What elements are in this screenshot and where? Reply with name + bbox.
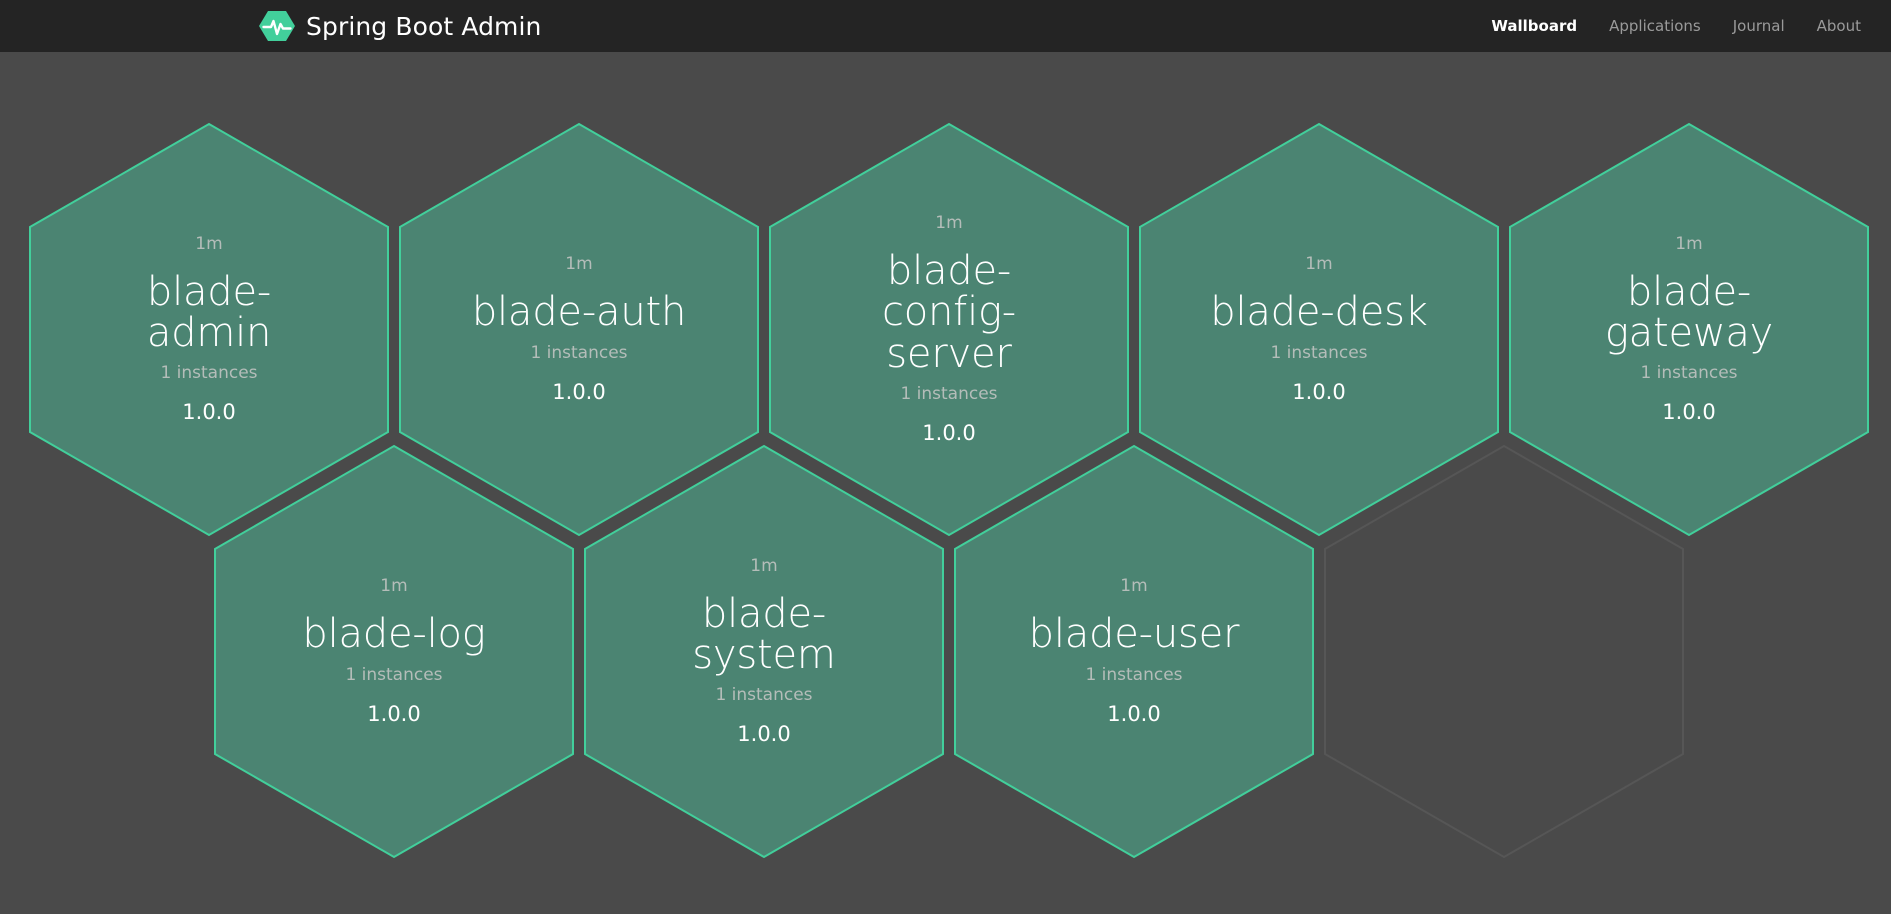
application-hexagon[interactable]: 1m blade-auth 1 instances 1.0.0	[398, 122, 760, 537]
application-hexagon[interactable]: 1m blade-admin 1 instances 1.0.0	[28, 122, 390, 537]
application-instances: 1 instances	[900, 383, 998, 404]
hexagon-shape	[1509, 122, 1869, 537]
application-card-content: 1m blade-gateway 1 instances 1.0.0	[1572, 233, 1807, 425]
application-uptime: 1m	[750, 555, 778, 576]
application-uptime: 1m	[565, 254, 593, 275]
hexagon-shape	[954, 444, 1314, 859]
application-hexagon[interactable]: 1m blade-gateway 1 instances 1.0.0	[1508, 122, 1870, 537]
application-name: blade-desk	[1210, 289, 1428, 336]
application-name: blade-gateway	[1604, 268, 1774, 356]
application-card-content: 1m blade-system 1 instances 1.0.0	[647, 555, 882, 747]
application-name: blade-user	[1028, 611, 1240, 658]
application-version: 1.0.0	[922, 420, 976, 445]
nav-item-wallboard[interactable]: Wallboard	[1491, 17, 1578, 35]
application-hexagon[interactable]: 1m blade-config-server 1 instances 1.0.0	[768, 122, 1130, 537]
application-card-content: 1m blade-desk 1 instances 1.0.0	[1202, 256, 1437, 402]
application-instances: 1 instances	[1270, 342, 1368, 363]
application-hexagon[interactable]: 1m blade-system 1 instances 1.0.0	[583, 444, 945, 859]
application-name: blade-log	[302, 611, 486, 658]
application-uptime: 1m	[195, 233, 223, 254]
nav-item-journal[interactable]: Journal	[1732, 17, 1785, 35]
application-instances: 1 instances	[345, 664, 443, 685]
application-version: 1.0.0	[552, 379, 606, 404]
application-version: 1.0.0	[1292, 379, 1346, 404]
application-uptime: 1m	[1120, 576, 1148, 597]
application-name: blade-auth	[471, 289, 687, 336]
application-version: 1.0.0	[1662, 400, 1716, 425]
application-hexagon[interactable]: 1m blade-user 1 instances 1.0.0	[953, 444, 1315, 859]
application-name: blade-system	[692, 590, 836, 678]
hexagon-shape	[214, 444, 574, 859]
application-instances: 1 instances	[1085, 664, 1183, 685]
application-uptime: 1m	[380, 576, 408, 597]
brand-title: Spring Boot Admin	[306, 11, 542, 41]
app-header: Spring Boot Admin Wallboard Applications J…	[0, 0, 1891, 52]
application-card-content: 1m blade-log 1 instances 1.0.0	[277, 578, 512, 724]
hexagon-shape	[769, 122, 1129, 537]
empty-hexagon-shape	[1324, 444, 1684, 859]
application-instances: 1 instances	[715, 685, 813, 706]
main-nav: Wallboard Applications Journal About	[1491, 17, 1861, 35]
application-uptime: 1m	[1305, 254, 1333, 275]
application-card-content: 1m blade-config-server 1 instances 1.0.0	[832, 215, 1067, 444]
hexagon-shape	[399, 122, 759, 537]
application-uptime: 1m	[935, 213, 963, 234]
application-instances: 1 instances	[1640, 363, 1738, 384]
brand[interactable]: Spring Boot Admin	[259, 8, 542, 44]
application-card-content: 1m blade-admin 1 instances 1.0.0	[92, 233, 327, 425]
application-hexagon[interactable]: 1m blade-log 1 instances 1.0.0	[213, 444, 575, 859]
application-instances: 1 instances	[530, 342, 628, 363]
application-uptime: 1m	[1675, 233, 1703, 254]
application-version: 1.0.0	[367, 701, 421, 726]
nav-item-about[interactable]: About	[1816, 17, 1861, 35]
hexagon-shape	[29, 122, 389, 537]
application-version: 1.0.0	[182, 400, 236, 425]
application-card-content: 1m blade-user 1 instances 1.0.0	[1017, 578, 1252, 724]
empty-hexagon-slot	[1323, 444, 1685, 859]
hexagon-shape	[584, 444, 944, 859]
application-name: blade-config-server	[881, 248, 1017, 377]
heartbeat-hexagon-icon	[259, 11, 295, 41]
nav-item-applications[interactable]: Applications	[1609, 17, 1701, 35]
application-card-content: 1m blade-auth 1 instances 1.0.0	[462, 256, 697, 402]
application-name: blade-admin	[146, 268, 272, 356]
application-version: 1.0.0	[1107, 701, 1161, 726]
application-hexagon[interactable]: 1m blade-desk 1 instances 1.0.0	[1138, 122, 1500, 537]
wallboard-grid: 1m blade-admin 1 instances 1.0.0 1m blade-aut…	[0, 52, 1891, 914]
application-version: 1.0.0	[737, 722, 791, 747]
application-instances: 1 instances	[160, 363, 258, 384]
hexagon-shape	[1139, 122, 1499, 537]
